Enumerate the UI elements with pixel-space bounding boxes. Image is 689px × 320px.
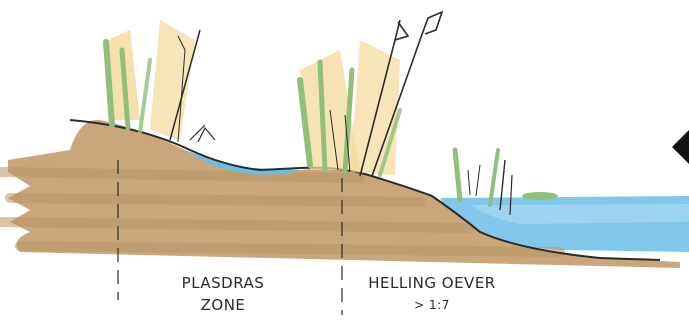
zone-label-helling-line2: > 1:7 bbox=[352, 294, 512, 316]
zone-label-plasdras: PLASDRAS ZONE bbox=[168, 272, 278, 316]
reed-clump-middle bbox=[300, 12, 442, 176]
zone-label-helling: HELLING OEVER > 1:7 bbox=[352, 272, 512, 316]
zone-label-plasdras-line1: PLASDRAS bbox=[168, 272, 278, 294]
triangle-left-icon bbox=[672, 130, 689, 164]
zone-label-helling-line1: HELLING OEVER bbox=[352, 272, 512, 294]
reed-clump-left bbox=[106, 20, 215, 142]
zone-label-plasdras-line2: ZONE bbox=[168, 294, 278, 316]
